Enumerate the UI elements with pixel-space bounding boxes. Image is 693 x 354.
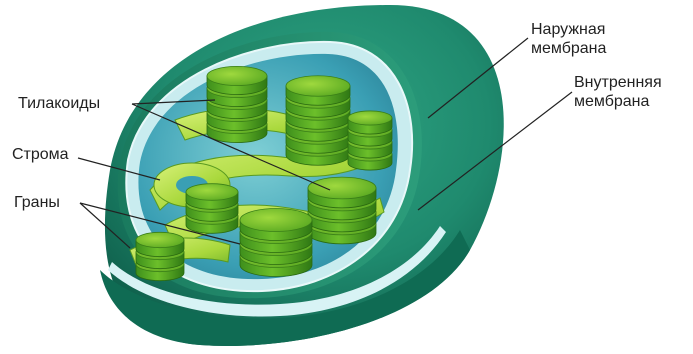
granum-stack bbox=[308, 177, 376, 244]
granum-stack bbox=[286, 76, 350, 165]
granum-stack bbox=[136, 232, 184, 280]
thylakoid-disc-top bbox=[186, 184, 238, 201]
label-stroma: Строма bbox=[12, 145, 69, 164]
granum-stack bbox=[207, 66, 267, 142]
label-inner-membrane-line1: Внутренняя bbox=[574, 73, 662, 92]
thylakoid-disc-top bbox=[240, 208, 312, 231]
granum-stack bbox=[348, 111, 392, 170]
label-inner-membrane-line2: мембрана bbox=[574, 92, 662, 111]
label-inner-membrane: Внутренняя мембрана bbox=[574, 73, 662, 111]
thylakoid-disc-top bbox=[308, 177, 376, 199]
label-outer-membrane: Наружная мембрана bbox=[531, 20, 606, 58]
granum-stack bbox=[186, 184, 238, 234]
thylakoid-disc-top bbox=[286, 76, 350, 96]
thylakoid-disc-top bbox=[136, 232, 184, 247]
granum-stack bbox=[240, 208, 312, 276]
label-outer-membrane-line1: Наружная bbox=[531, 20, 606, 39]
thylakoid-disc-top bbox=[207, 66, 267, 85]
label-thylakoids: Тилакоиды bbox=[18, 94, 100, 113]
label-outer-membrane-line2: мембрана bbox=[531, 39, 606, 58]
thylakoid-disc-top bbox=[348, 111, 392, 125]
label-grana: Граны bbox=[14, 193, 60, 212]
